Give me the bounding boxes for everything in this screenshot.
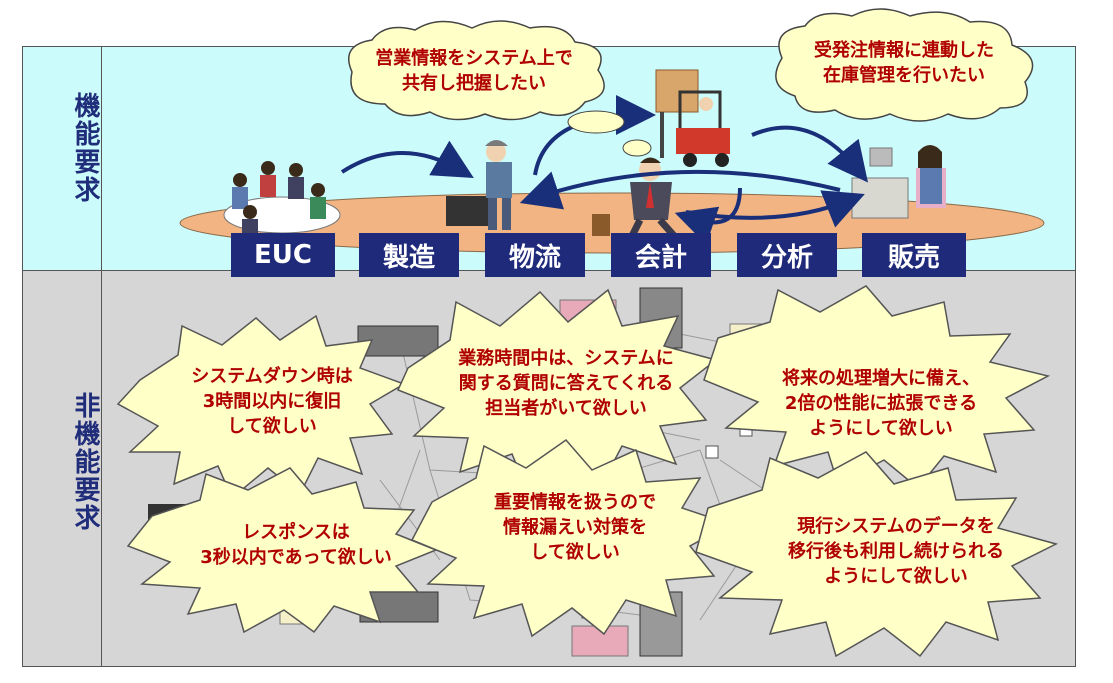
bubble-line: ようにして欲しい — [809, 418, 953, 439]
bubble-line: 情報漏えい対策を — [503, 517, 647, 538]
cloud-bubble-2 — [775, 8, 1034, 122]
bubble-line: 重要情報を扱うので — [494, 492, 656, 513]
explosion-bubble-4 — [126, 467, 439, 634]
explosion-bubble-2 — [396, 288, 718, 490]
bubble-line: 共有し把握したい — [402, 73, 546, 94]
bubble-line: レスポンスは — [242, 522, 350, 543]
nonfunctional-bubble-text-4: レスポンスは 3秒以内であって欲しい — [176, 520, 416, 570]
explosion-bubble-3 — [703, 285, 1051, 490]
functional-label: 機能要求 — [70, 92, 100, 204]
nonfunctional-bubble-text-6: 現行システムのデータを 移行後も利用し続けられる ようにして欲しい — [762, 514, 1030, 589]
bubble-line: 3時間以内に復旧 — [202, 391, 342, 412]
nonfunctional-bubble-text-5: 重要情報を扱うので 情報漏えい対策を して欲しい — [470, 490, 680, 565]
bubble-line: 営業情報をシステム上で — [375, 48, 573, 69]
functional-bubble-text-2: 受発注情報に連動した 在庫管理を行いたい — [796, 38, 1012, 88]
forklift-illustration — [655, 69, 730, 167]
bubble-line: 現行システムのデータを — [797, 516, 995, 537]
bubble-line: システムダウン時は — [191, 366, 353, 387]
meeting-people-illustration — [223, 161, 341, 234]
functional-label-cell — [22, 46, 102, 270]
bubble-line: して欲しい — [227, 416, 317, 437]
bubble-line: 移行後も利用し続けられる — [788, 541, 1004, 562]
nonfunctional-bubble-text-2: 業務時間中は、システムに 関する質問に答えてくれる 担当者がいて欲しい — [436, 346, 696, 421]
bubble-line: 3秒以内であって欲しい — [200, 547, 392, 568]
bubble-line: して欲しい — [530, 542, 620, 563]
bubble-line: 受発注情報に連動した — [814, 40, 994, 61]
cloud-bubble-1 — [348, 20, 605, 121]
explosion-bubble-6 — [695, 451, 1059, 658]
dept-logistics: 物流 — [485, 233, 585, 277]
dept-analysis: 分析 — [737, 233, 837, 277]
dept-sales: 販売 — [862, 233, 966, 277]
bubble-line: ようにして欲しい — [824, 566, 968, 587]
nonfunctional-bubble-text-1: システムダウン時は 3時間以内に復旧 して欲しい — [162, 364, 382, 439]
bubble-line: 関する質問に答えてくれる — [458, 373, 674, 394]
factory-worker-illustration — [446, 140, 512, 230]
bubble-line: 業務時間中は、システムに — [458, 348, 674, 369]
functional-bubble-text-1: 営業情報をシステム上で 共有し把握したい — [362, 46, 586, 96]
explosion-bubble-5 — [410, 438, 732, 638]
nonfunctional-bubble-text-3: 将来の処理増大に備え、 2倍の性能に拡張できる ようにして欲しい — [756, 366, 1006, 441]
nonfunctional-label: 非機能要求 — [70, 392, 100, 532]
explosion-bubble-1 — [116, 314, 406, 500]
nonfunctional-label-cell — [22, 270, 102, 667]
dept-euc: EUC — [231, 233, 335, 277]
bubble-line: 担当者がいて欲しい — [485, 398, 647, 419]
dept-accounting: 会計 — [611, 233, 711, 277]
bubble-line: 2倍の性能に拡張できる — [784, 393, 978, 414]
bubble-line: 将来の処理増大に備え、 — [782, 368, 980, 389]
dept-manufacturing: 製造 — [359, 233, 459, 277]
bubble-line: 在庫管理を行いたい — [823, 65, 985, 86]
